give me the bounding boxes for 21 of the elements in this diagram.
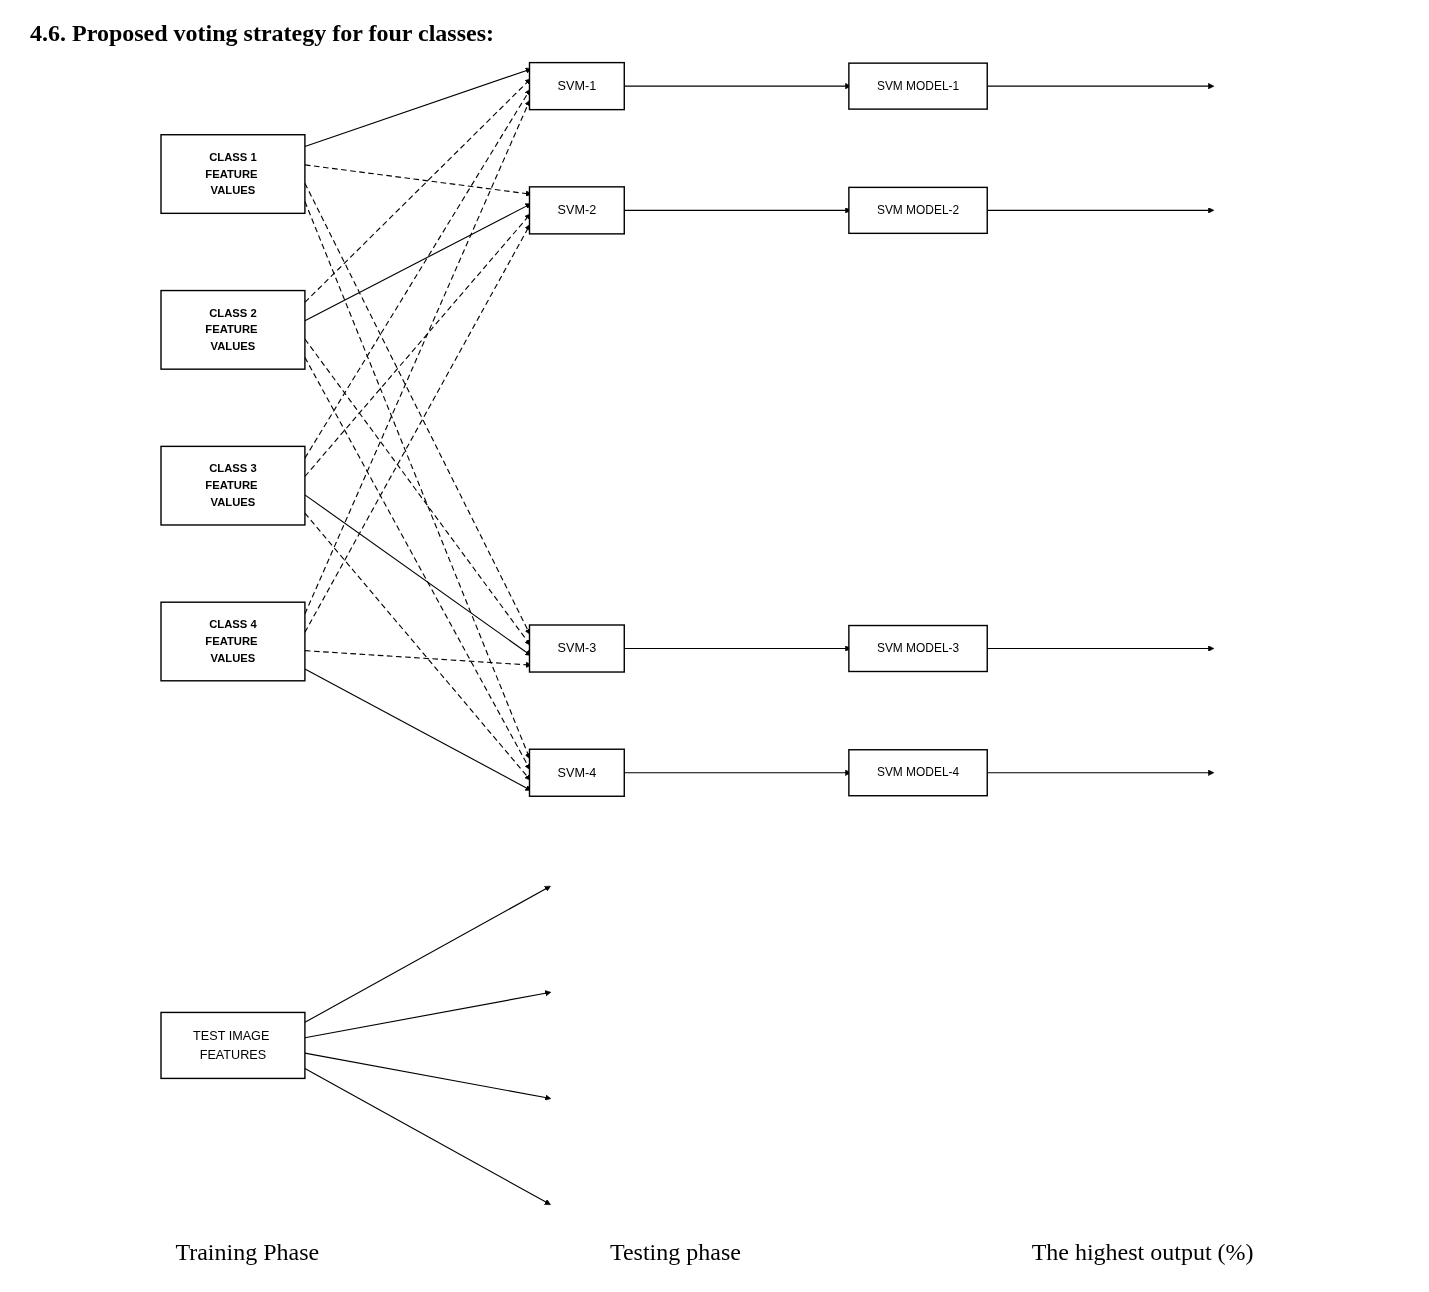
node-box: CLASS 1 FEATURE VALUES: [160, 134, 306, 215]
phase-label: The highest output (%): [1031, 1239, 1254, 1266]
node-box: SVM MODEL-1: [848, 62, 988, 110]
title: 4.6. Proposed voting strategy for four classes:: [30, 20, 494, 47]
node-box: SVM-4: [528, 748, 625, 797]
node-box: CLASS 2 FEATURE VALUES: [160, 289, 306, 370]
node-box: SVM MODEL-3: [848, 624, 988, 673]
node-box: SVM MODEL-4: [848, 749, 988, 797]
arrow: [304, 885, 551, 1023]
node-box: SVM-1: [528, 61, 625, 111]
node-box: CLASS 4 FEATURE VALUES: [160, 601, 306, 682]
phase-label: Training Phase: [175, 1239, 320, 1266]
node-box: SVM MODEL-2: [848, 186, 988, 235]
arrow: [304, 990, 552, 1039]
node-box: SVM-3: [528, 624, 625, 673]
arrow: [304, 1067, 551, 1205]
node-box: CLASS 3 FEATURE VALUES: [160, 445, 306, 526]
node-box: SVM-2: [528, 186, 625, 235]
arrow: [304, 1052, 552, 1101]
phase-label: Testing phase: [609, 1239, 741, 1266]
node-box: TEST IMAGE FEATURES: [160, 1011, 306, 1080]
